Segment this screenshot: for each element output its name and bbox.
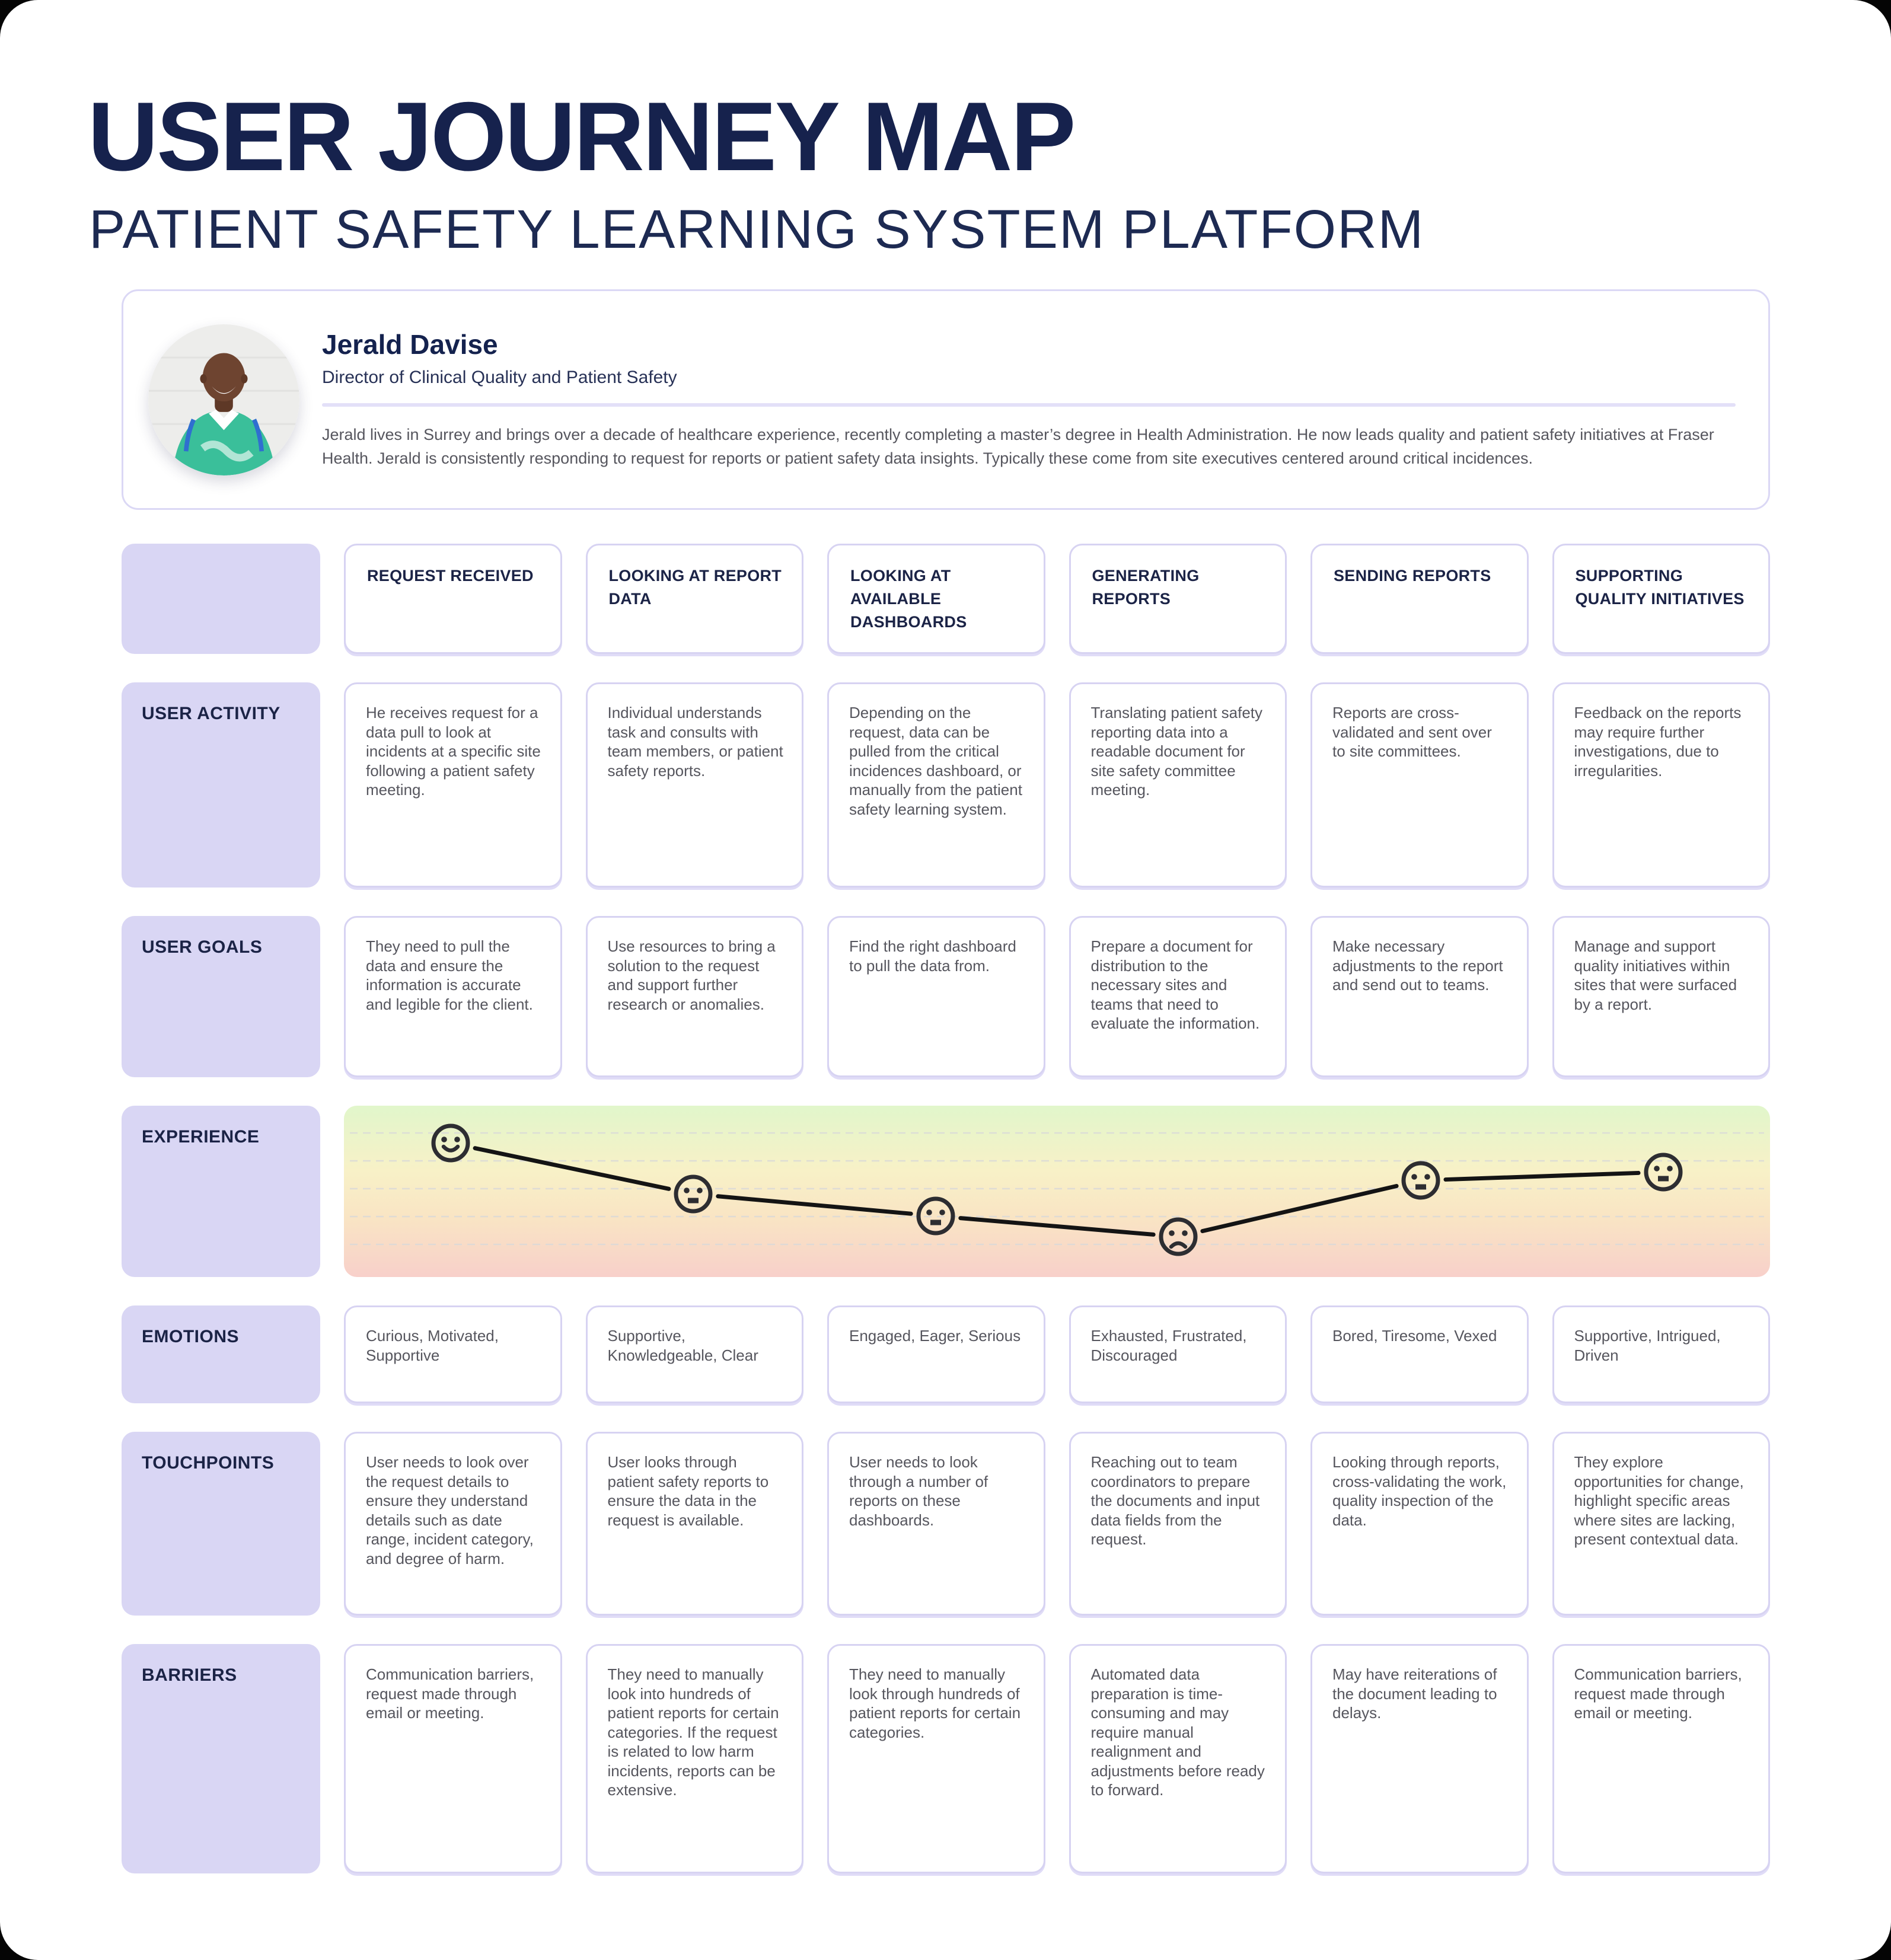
row-label-barriers: BARRIERS bbox=[122, 1644, 320, 1873]
cell-emotions-4: Exhausted, Frustrated, Discouraged bbox=[1069, 1305, 1287, 1403]
stage-header-2: LOOKING AT REPORT DATA bbox=[585, 544, 803, 654]
cell-touchpoints-2: User looks through patient safety report… bbox=[585, 1432, 803, 1616]
cell-user-activity-1: He receives request for a data pull to l… bbox=[344, 682, 562, 888]
cell-barriers-1: Communication barriers, request made thr… bbox=[344, 1644, 562, 1873]
cell-emotions-1: Curious, Motivated, Supportive bbox=[344, 1305, 562, 1403]
cell-emotions-6: Supportive, Intrigued, Driven bbox=[1552, 1305, 1770, 1403]
journey-grid: REQUEST RECEIVED LOOKING AT REPORT DATA … bbox=[122, 544, 1770, 1873]
row-label-experience: EXPERIENCE bbox=[122, 1106, 320, 1277]
cell-barriers-4: Automated data preparation is time-consu… bbox=[1069, 1644, 1287, 1873]
cell-user-activity-6: Feedback on the reports may require furt… bbox=[1552, 682, 1770, 888]
persona-name: Jerald Davise bbox=[322, 329, 498, 360]
cell-user-goals-1: They need to pull the data and ensure th… bbox=[344, 916, 562, 1077]
row-label-user-goals: USER GOALS bbox=[122, 916, 320, 1077]
persona-photo bbox=[148, 324, 299, 475]
cell-barriers-3: They need to manually look through hundr… bbox=[827, 1644, 1045, 1873]
persona-role: Director of Clinical Quality and Patient… bbox=[322, 368, 677, 388]
cell-user-activity-2: Individual understands task and consults… bbox=[585, 682, 803, 888]
persona-bio: Jerald lives in Surrey and brings over a… bbox=[322, 426, 1714, 467]
cell-user-goals-6: Manage and support quality initiatives w… bbox=[1552, 916, 1770, 1077]
cell-touchpoints-6: They explore opportunities for change, h… bbox=[1552, 1432, 1770, 1616]
cell-user-activity-5: Reports are cross-validated and sent ove… bbox=[1310, 682, 1529, 888]
cell-user-activity-3: Depending on the request, data can be pu… bbox=[827, 682, 1045, 888]
persona-divider bbox=[322, 403, 1736, 407]
cell-barriers-6: Communication barriers, request made thr… bbox=[1552, 1644, 1770, 1873]
cell-emotions-5: Bored, Tiresome, Vexed bbox=[1310, 1305, 1529, 1403]
persona-text-block: Jerald Davise Director of Clinical Quali… bbox=[322, 328, 1768, 471]
page-subtitle: PATIENT SAFETY LEARNING SYSTEM PLATFORM bbox=[89, 199, 1425, 260]
experience-chart bbox=[344, 1106, 1770, 1277]
cell-emotions-2: Supportive, Knowledgeable, Clear bbox=[585, 1305, 803, 1403]
cell-barriers-2: They need to manually look into hundreds… bbox=[585, 1644, 803, 1873]
cell-user-goals-3: Find the right dashboard to pull the dat… bbox=[827, 916, 1045, 1077]
cell-user-goals-5: Make necessary adjustments to the report… bbox=[1310, 916, 1529, 1077]
experience-line-svg bbox=[350, 1123, 1764, 1256]
corner-spacer bbox=[122, 544, 320, 654]
stage-header-3: LOOKING AT AVAILABLE DASHBOARDS bbox=[827, 544, 1045, 654]
cell-touchpoints-3: User needs to look through a number of r… bbox=[827, 1432, 1045, 1616]
row-label-emotions: EMOTIONS bbox=[122, 1305, 320, 1403]
smiling-man-avatar-icon bbox=[148, 324, 299, 475]
cell-touchpoints-5: Looking through reports, cross-validatin… bbox=[1310, 1432, 1529, 1616]
stage-header-5: SENDING REPORTS bbox=[1310, 544, 1529, 654]
row-label-user-activity: USER ACTIVITY bbox=[122, 682, 320, 888]
cell-user-goals-4: Prepare a document for distribution to t… bbox=[1069, 916, 1287, 1077]
cell-user-activity-4: Translating patient safety reporting dat… bbox=[1069, 682, 1287, 888]
stage-header-6: SUPPORTING QUALITY INITIATIVES bbox=[1552, 544, 1770, 654]
cell-emotions-3: Engaged, Eager, Serious bbox=[827, 1305, 1045, 1403]
cell-touchpoints-4: Reaching out to team coordinators to pre… bbox=[1069, 1432, 1287, 1616]
stage-header-4: GENERATING REPORTS bbox=[1069, 544, 1287, 654]
stage-header-1: REQUEST RECEIVED bbox=[344, 544, 562, 654]
persona-card: Jerald Davise Director of Clinical Quali… bbox=[122, 289, 1770, 510]
cell-touchpoints-1: User needs to look over the request deta… bbox=[344, 1432, 562, 1616]
cell-barriers-5: May have reiterations of the document le… bbox=[1310, 1644, 1529, 1873]
page-title: USER JOURNEY MAP bbox=[88, 82, 1076, 191]
row-label-touchpoints: TOUCHPOINTS bbox=[122, 1432, 320, 1616]
cell-user-goals-2: Use resources to bring a solution to the… bbox=[585, 916, 803, 1077]
